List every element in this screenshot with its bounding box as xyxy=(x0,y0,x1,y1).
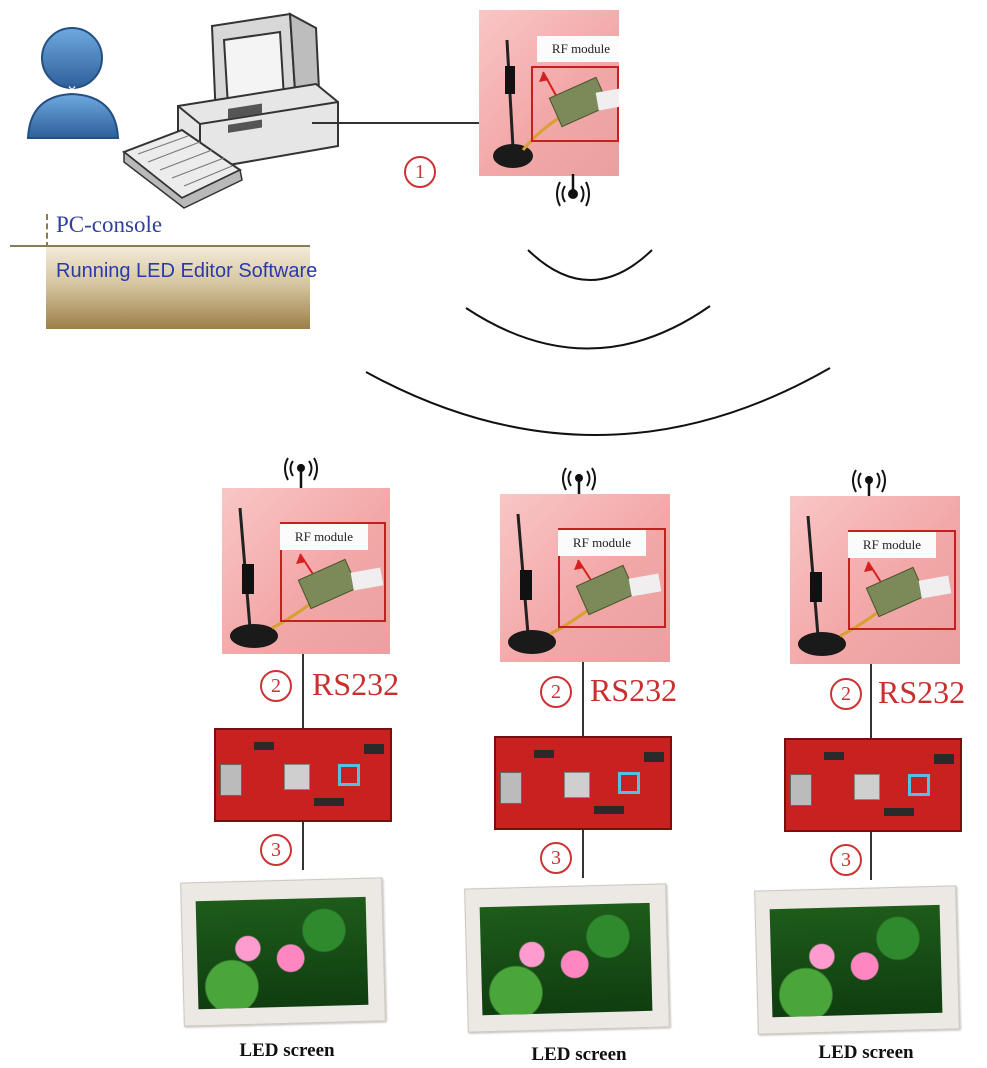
led-screen-photo xyxy=(754,885,960,1035)
controller-board xyxy=(494,736,672,830)
board-chip-highlight xyxy=(338,764,360,786)
controller-board xyxy=(784,738,962,832)
connector-line xyxy=(870,664,872,740)
rf-highlight-frame xyxy=(848,530,956,630)
pc-console-subtitle: Running LED Editor Software xyxy=(56,260,318,282)
step-marker-2: 2 xyxy=(260,670,292,702)
led-screen-label: LED screen xyxy=(818,1042,914,1063)
rs232-label: RS232 xyxy=(878,674,966,710)
board-chip xyxy=(934,754,954,764)
board-chip-highlight xyxy=(618,772,640,794)
led-screen-photo xyxy=(180,877,386,1027)
rf-module-label: RF module xyxy=(537,36,619,62)
user-icon: ✕ xyxy=(20,12,130,142)
board-chip xyxy=(364,744,384,754)
rf-module-photo: RF module xyxy=(222,488,390,654)
board-chip xyxy=(284,764,310,790)
step-marker-2: 2 xyxy=(830,678,862,710)
board-chip xyxy=(564,772,590,798)
rf-highlight-frame xyxy=(280,522,386,622)
board-chip-highlight xyxy=(908,774,930,796)
pc-software-banner xyxy=(46,247,310,329)
board-chip xyxy=(884,808,914,816)
board-chip xyxy=(854,774,880,800)
rf-module-label: RF module xyxy=(558,530,646,556)
svg-text:✕: ✕ xyxy=(67,83,77,97)
pc-console-title: PC-console xyxy=(56,212,163,237)
rf-module-photo: RF module xyxy=(500,494,670,662)
step-marker-3: 3 xyxy=(540,842,572,874)
connector-line xyxy=(302,822,304,870)
led-screen-label: LED screen xyxy=(239,1040,335,1061)
board-chip xyxy=(824,752,844,760)
step-marker-1: 1 xyxy=(404,156,436,188)
led-screen-image xyxy=(769,904,943,1018)
wireless-signal-icon xyxy=(556,172,590,208)
board-chip xyxy=(594,806,624,814)
rf-card xyxy=(595,87,619,111)
pc-dashed-marker xyxy=(46,214,48,248)
step-marker-3: 3 xyxy=(260,834,292,866)
board-port xyxy=(790,774,812,806)
board-chip xyxy=(644,752,664,762)
antenna-icon xyxy=(798,515,887,656)
rf-module-photo: RF module xyxy=(790,496,960,664)
rs232-label: RS232 xyxy=(312,666,400,702)
connector-line xyxy=(302,654,304,730)
led-screen-photo xyxy=(464,883,670,1033)
radio-waves xyxy=(360,240,840,440)
rf-module-label: RF module xyxy=(848,532,936,558)
step-marker-2: 2 xyxy=(540,676,572,708)
pc-divider xyxy=(10,245,310,247)
led-screen-image xyxy=(195,896,369,1010)
computer-icon xyxy=(120,6,360,216)
connector-line xyxy=(582,662,584,738)
rs232-label: RS232 xyxy=(590,672,678,708)
step-marker-3: 3 xyxy=(830,844,862,876)
rf-module-label: RF module xyxy=(280,524,368,550)
board-chip xyxy=(254,742,274,750)
wireless-signal-icon xyxy=(284,456,318,492)
board-chip xyxy=(534,750,554,758)
led-screen-label: LED screen xyxy=(531,1044,627,1065)
board-chip xyxy=(314,798,344,806)
board-port xyxy=(500,772,522,804)
rf-highlight-frame xyxy=(558,528,666,628)
board-port xyxy=(220,764,242,796)
connector-line xyxy=(870,832,872,880)
led-screen-image xyxy=(479,902,653,1016)
connector-line xyxy=(582,830,584,878)
rf-module-photo: RF module xyxy=(479,10,619,176)
controller-board xyxy=(214,728,392,822)
